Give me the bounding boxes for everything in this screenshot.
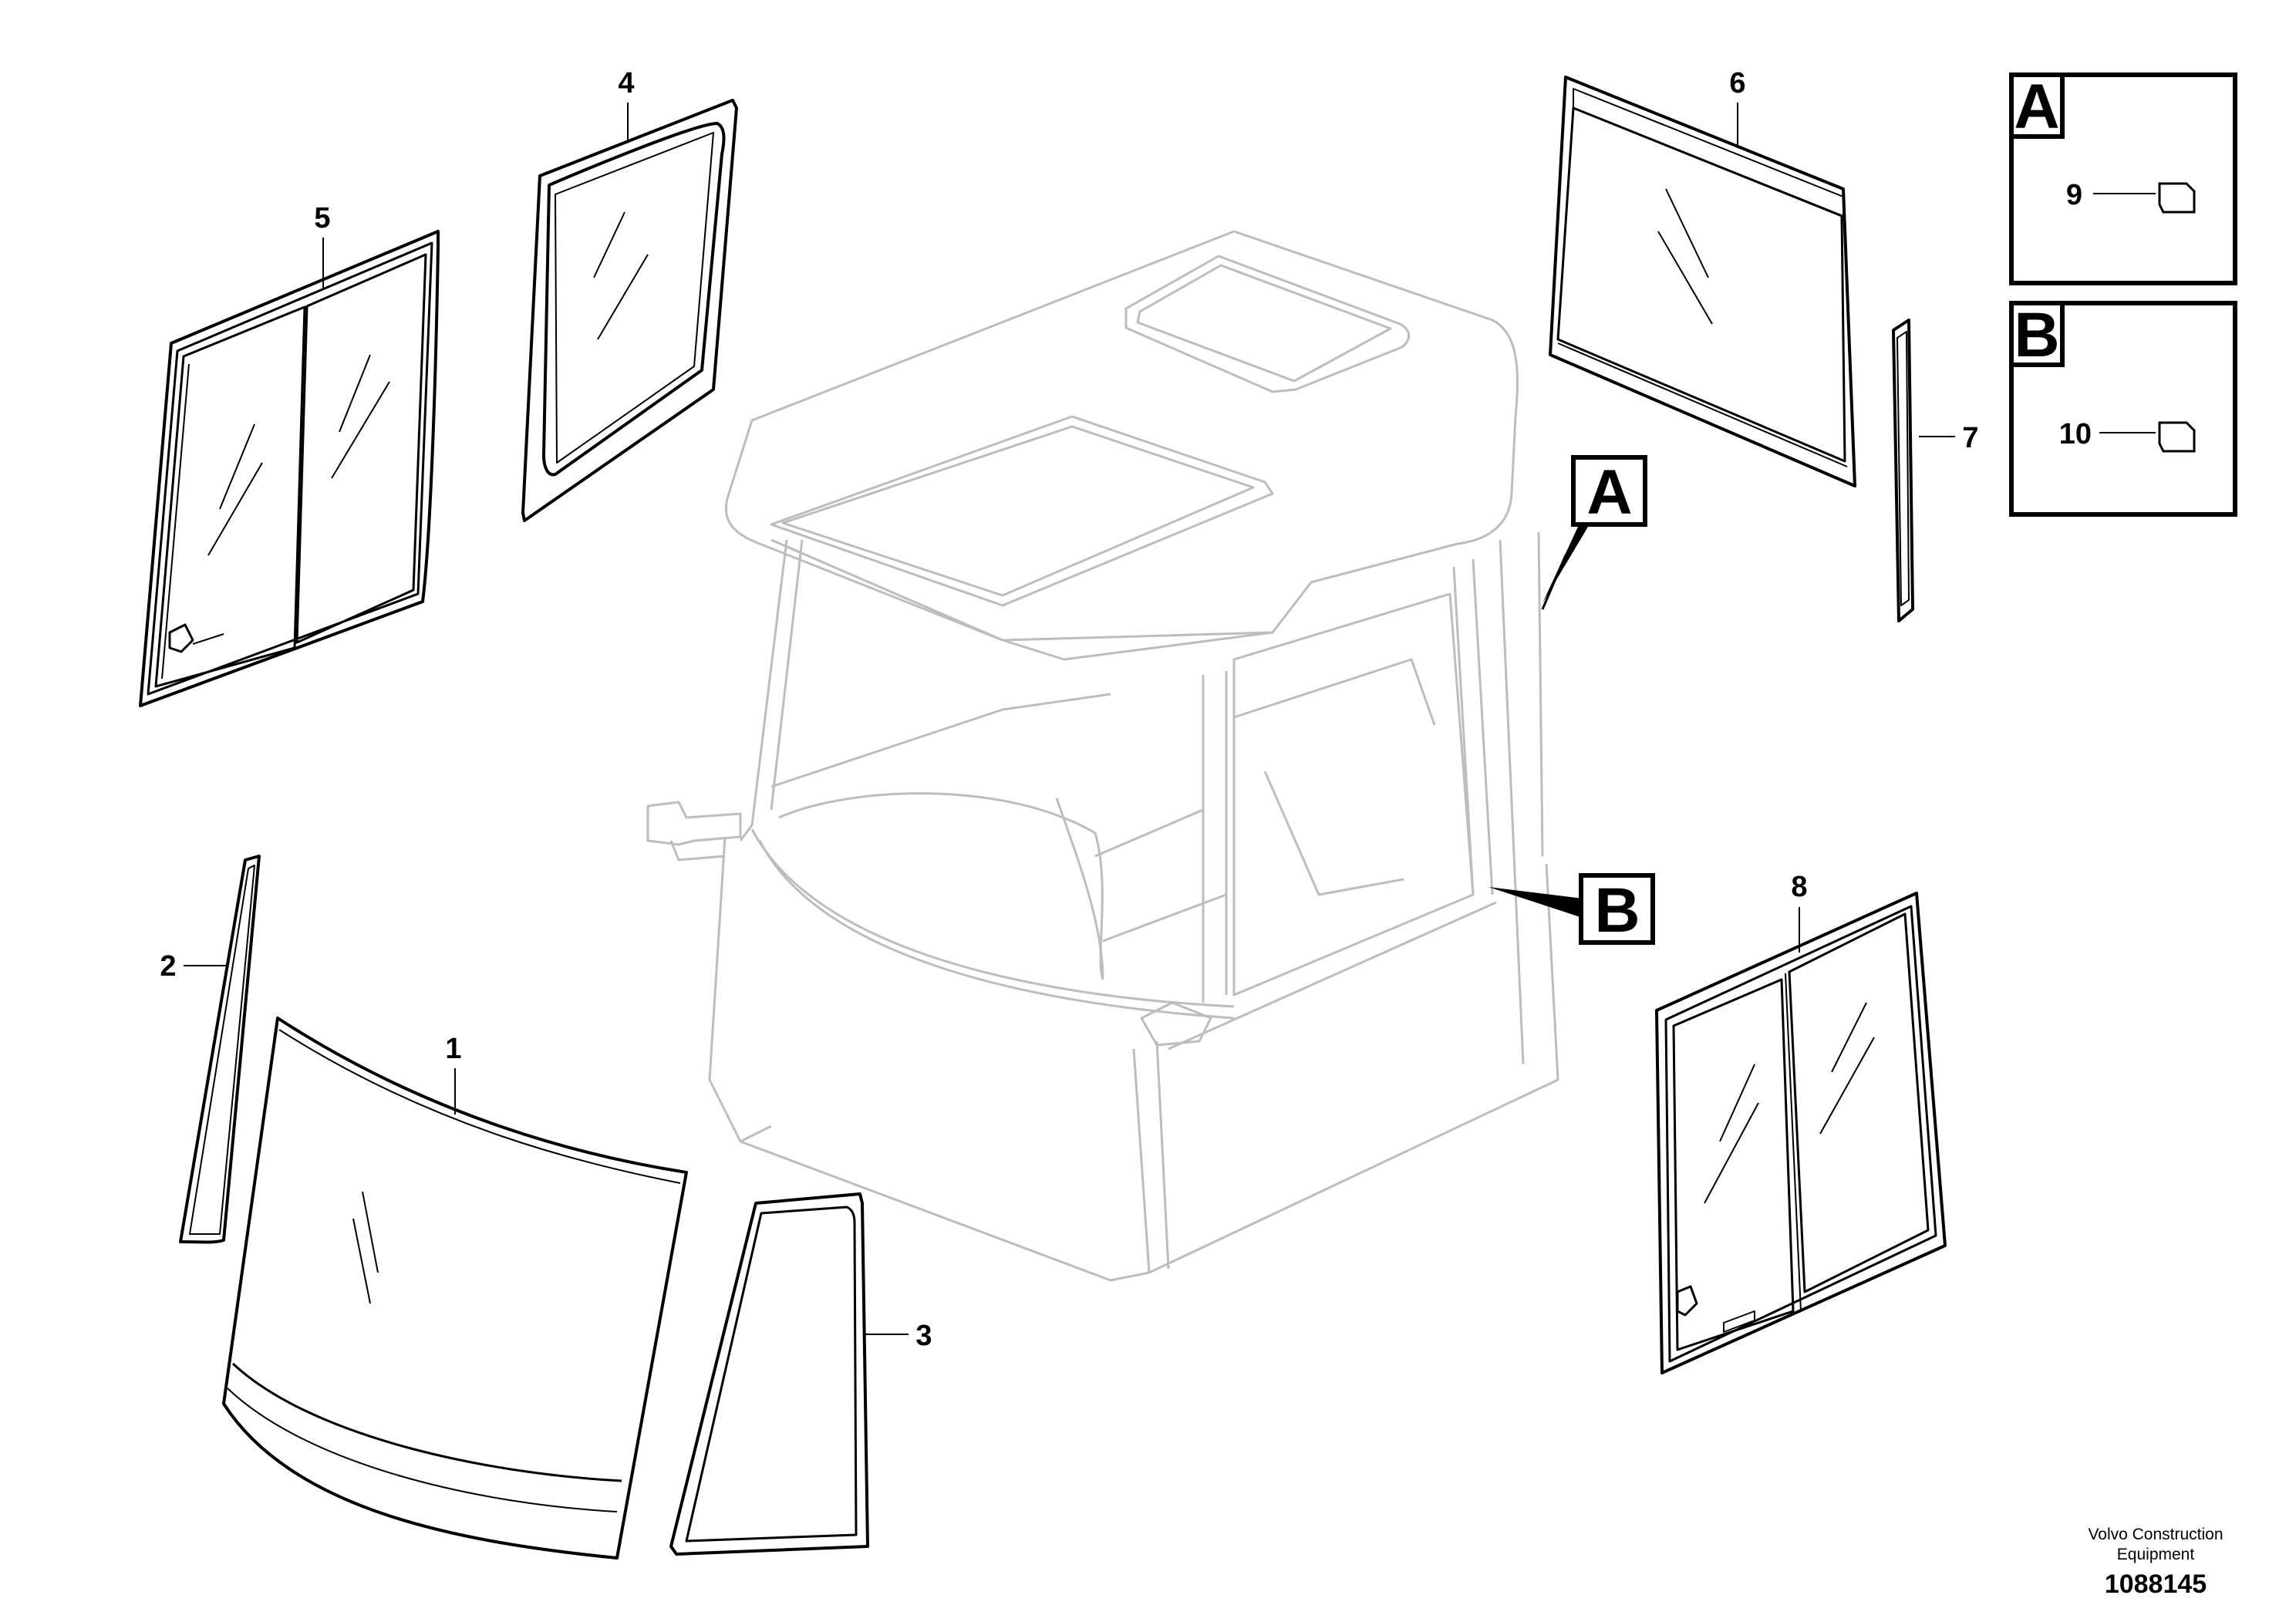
glass-part-1 xyxy=(222,1017,688,1560)
footer-brand-line2: Equipment xyxy=(2117,1546,2195,1563)
callout-label-9: 9 xyxy=(2066,179,2082,211)
detail-marker-a-letter: A xyxy=(1586,457,1632,528)
glass-part-6 xyxy=(1549,76,1856,487)
glass-part-8 xyxy=(1655,892,1947,1374)
glass-part-4 xyxy=(521,99,738,522)
glass-part-3 xyxy=(669,1192,869,1556)
callout-label-3: 3 xyxy=(915,1320,932,1352)
glass-part-7 xyxy=(1892,319,1914,622)
callout-6: 6 xyxy=(1729,67,1746,148)
callout-1: 1 xyxy=(445,1033,462,1114)
callout-label-1: 1 xyxy=(445,1033,461,1065)
callout-5: 5 xyxy=(314,202,331,288)
callout-2: 2 xyxy=(160,950,228,983)
inset-a-letter: A xyxy=(2014,72,2059,142)
footer-block: Volvo Construction Equipment 1088145 xyxy=(2088,1526,2223,1599)
callout-label-4: 4 xyxy=(618,67,634,99)
pad-part-9-icon xyxy=(2158,182,2196,214)
callout-8: 8 xyxy=(1791,871,1808,953)
glass-part-5 xyxy=(139,230,440,707)
callout-3: 3 xyxy=(864,1320,932,1352)
glass-part-2 xyxy=(179,855,261,1244)
detail-marker-a: A xyxy=(1541,455,1647,610)
inset-box-a: A 9 xyxy=(2009,72,2237,285)
inset-b-letter: B xyxy=(2014,300,2059,370)
callout-label-6: 6 xyxy=(1729,67,1745,99)
inset-box-b: B 10 xyxy=(2009,300,2237,517)
callout-label-5: 5 xyxy=(314,202,330,234)
detail-marker-b: B xyxy=(1489,873,1655,946)
callout-label-7: 7 xyxy=(1962,422,1978,454)
footer-brand-line1: Volvo Construction xyxy=(2088,1526,2223,1543)
cab-body-outline xyxy=(646,230,1559,1282)
callout-7: 7 xyxy=(1919,422,1979,454)
callout-label-8: 8 xyxy=(1791,871,1807,903)
drawing-number: 1088145 xyxy=(2105,1570,2207,1599)
callout-label-2: 2 xyxy=(160,950,176,983)
pad-part-10-icon xyxy=(2158,421,2196,453)
callout-label-10: 10 xyxy=(2059,418,2092,450)
detail-marker-b-letter: B xyxy=(1594,875,1640,946)
callout-4: 4 xyxy=(618,67,635,141)
